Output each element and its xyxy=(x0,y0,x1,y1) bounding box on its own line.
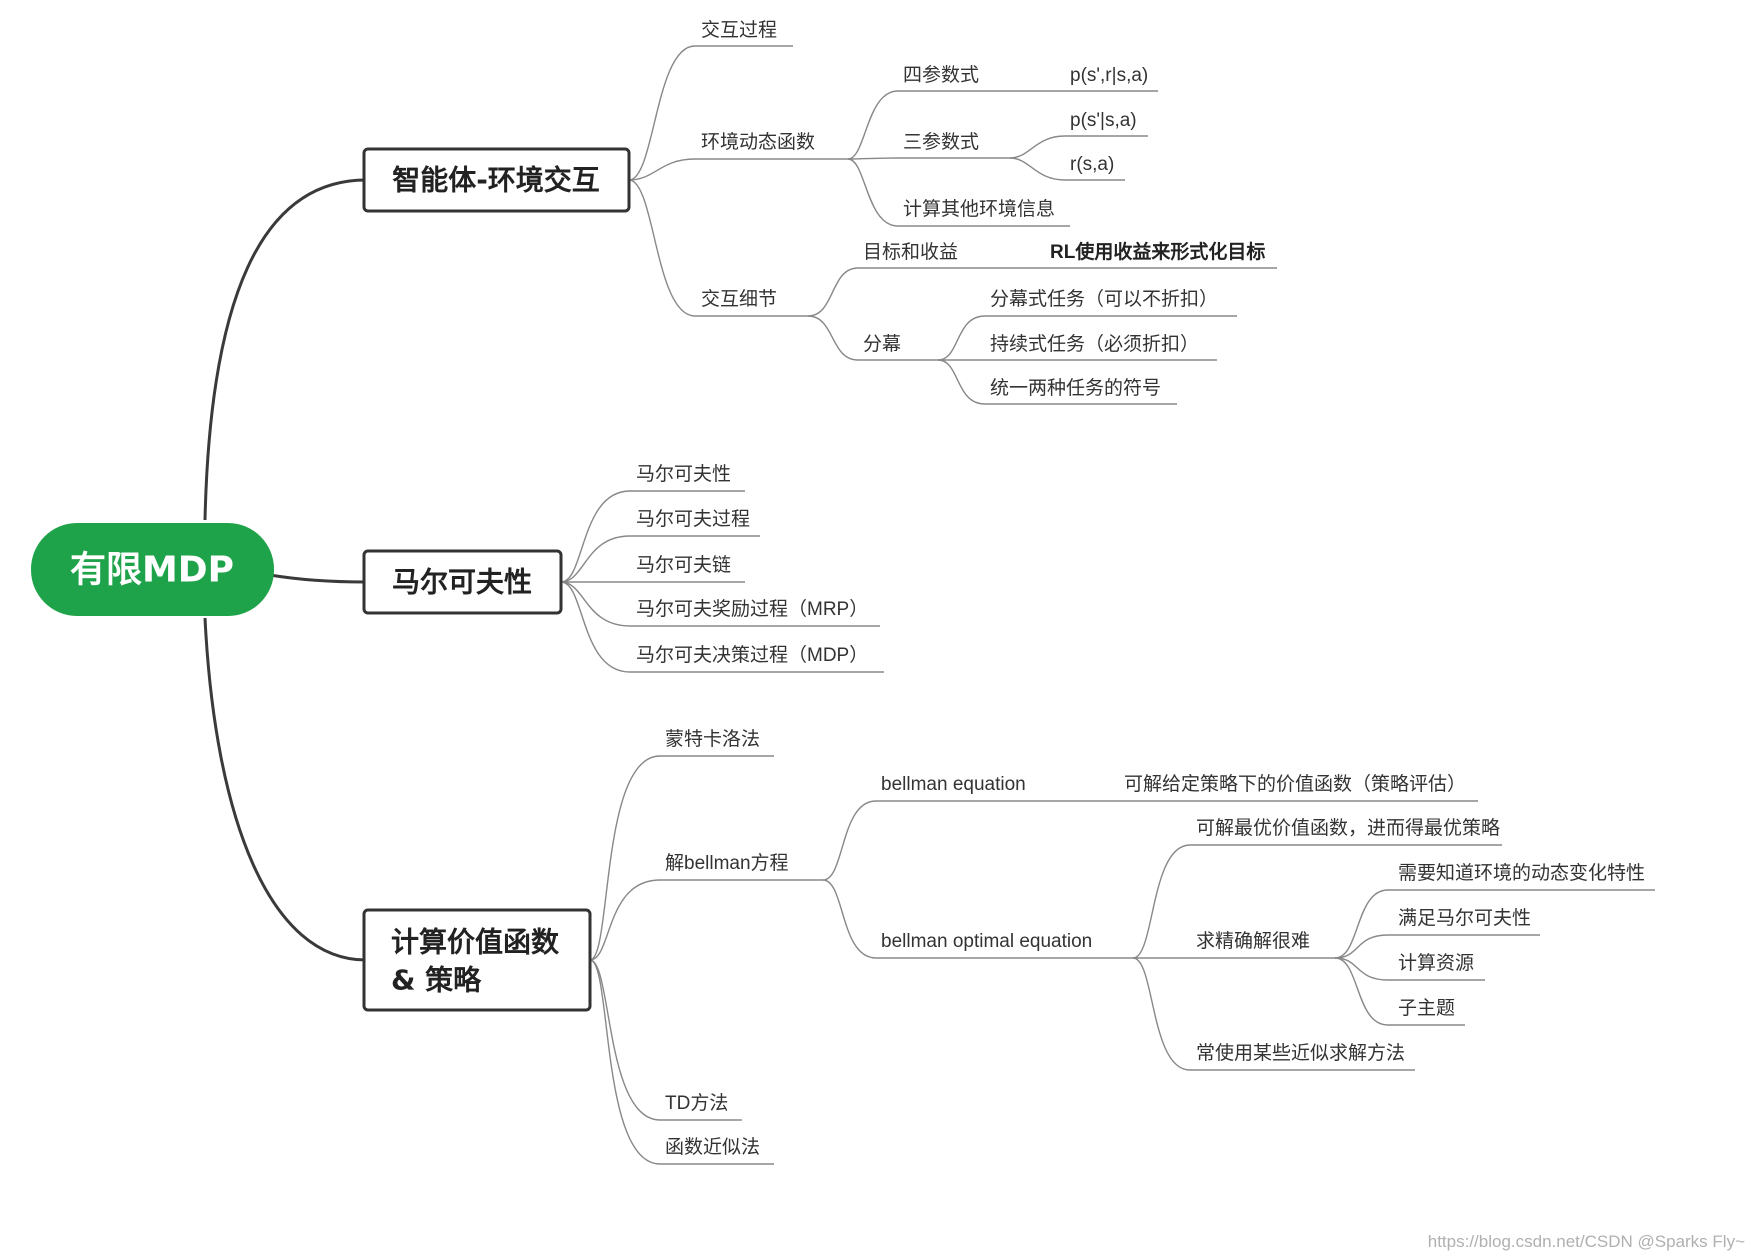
topic-compute-label-line1: 计算价值函数 xyxy=(391,926,560,959)
branch-compute: 蒙特卡洛法 解bellman方程 bellman equation 可解给定策略… xyxy=(589,728,1655,1165)
node-exact-hard[interactable]: 求精确解很难 xyxy=(1196,930,1310,952)
node-episode-item-2[interactable]: 持续式任务（必须折扣） xyxy=(990,333,1199,355)
node-markov-item-1[interactable]: 马尔可夫性 xyxy=(636,463,731,485)
branch-interaction: 交互过程 环境动态函数 四参数式 p(s',r|s,a) 三参数式 p(s'|s… xyxy=(628,19,1277,405)
node-bellman-equation[interactable]: bellman equation xyxy=(881,774,1026,795)
edge-markov-4 xyxy=(560,581,631,627)
edge-to-dynamics xyxy=(628,158,696,181)
node-three-param-p[interactable]: p(s'|s,a) xyxy=(1070,110,1137,131)
branch-markov: 马尔可夫性 马尔可夫过程 马尔可夫链 马尔可夫奖励过程（MRP） 马尔可夫决策过… xyxy=(560,463,884,673)
edge-to-process xyxy=(628,45,696,181)
csdn-watermark: https://blog.csdn.net/CSDN @Sparks Fly~ xyxy=(1428,1232,1745,1251)
node-goal-note[interactable]: RL使用收益来形式化目标 xyxy=(1050,240,1265,263)
topic-interaction-label: 智能体-环境交互 xyxy=(392,164,600,197)
edge-markov-1 xyxy=(560,490,631,583)
node-markov-item-4[interactable]: 马尔可夫奖励过程（MRP） xyxy=(636,598,868,620)
topic-compute-box xyxy=(362,908,592,1012)
connector-root-markov xyxy=(269,573,367,584)
topic-interaction[interactable]: 智能体-环境交互 xyxy=(362,147,631,213)
edge-to-bellman-eq xyxy=(822,800,877,881)
node-three-param-r[interactable]: r(s,a) xyxy=(1070,154,1114,175)
edge-to-bellman xyxy=(589,879,661,961)
topic-markov[interactable]: 马尔可夫性 xyxy=(362,549,563,615)
connector-root-interaction xyxy=(203,178,367,521)
node-episode-item-1[interactable]: 分幕式任务（可以不折扣） xyxy=(990,288,1218,310)
topic-markov-box xyxy=(362,549,563,615)
node-env-dynamics[interactable]: 环境动态函数 xyxy=(701,131,815,153)
node-other-env-info[interactable]: 计算其他环境信息 xyxy=(903,198,1055,220)
node-hard-item-3[interactable]: 计算资源 xyxy=(1398,952,1474,974)
edge-to-hard-1 xyxy=(1334,889,1389,959)
node-solve-bellman[interactable]: 解bellman方程 xyxy=(665,852,789,874)
edge-to-other xyxy=(847,158,899,227)
node-goal-reward[interactable]: 目标和收益 xyxy=(863,241,958,263)
root-node-shape xyxy=(31,523,274,616)
node-markov-item-3[interactable]: 马尔可夫链 xyxy=(636,554,731,576)
node-bellman-equation-note[interactable]: 可解给定策略下的价值函数（策略评估） xyxy=(1124,773,1466,795)
edge-markov-5 xyxy=(560,581,631,673)
node-markov-item-5[interactable]: 马尔可夫决策过程（MDP） xyxy=(636,644,868,666)
node-interaction-details[interactable]: 交互细节 xyxy=(701,288,777,310)
edge-to-formula-p xyxy=(1009,135,1066,159)
node-markov-item-2[interactable]: 马尔可夫过程 xyxy=(636,508,750,530)
connector-root-compute xyxy=(203,617,367,962)
edge-to-goal xyxy=(807,267,859,317)
edge-to-three-param xyxy=(847,157,899,160)
node-func-approx[interactable]: 函数近似法 xyxy=(665,1136,760,1158)
edge-to-episodes xyxy=(807,315,859,361)
edge-to-bellman-opt xyxy=(822,879,877,959)
edge-to-monte-carlo xyxy=(589,755,661,961)
edge-to-formula-r xyxy=(1009,157,1066,181)
node-interaction-process[interactable]: 交互过程 xyxy=(701,19,777,41)
topic-compute-label-line2: & 策略 xyxy=(391,964,482,997)
node-episode-item-3[interactable]: 统一两种任务的符号 xyxy=(990,377,1161,399)
edge-to-hard-4 xyxy=(1334,957,1389,1026)
node-four-param-formula[interactable]: p(s',r|s,a) xyxy=(1070,65,1148,86)
topic-markov-label: 马尔可夫性 xyxy=(392,566,532,599)
node-three-param[interactable]: 三参数式 xyxy=(903,131,979,153)
node-episodes[interactable]: 分幕 xyxy=(863,333,901,355)
edge-to-hard-3 xyxy=(1334,957,1389,981)
topic-compute[interactable]: 计算价值函数 & 策略 xyxy=(362,908,592,1012)
edge-to-td xyxy=(589,959,661,1121)
node-four-param[interactable]: 四参数式 xyxy=(903,64,979,86)
root-node-label: 有限MDP xyxy=(70,550,234,591)
edge-to-solvable xyxy=(1132,844,1191,959)
node-bellman-optimal[interactable]: bellman optimal equation xyxy=(881,931,1092,952)
node-hard-item-2[interactable]: 满足马尔可夫性 xyxy=(1398,907,1531,929)
root-node[interactable]: 有限MDP xyxy=(31,523,274,616)
node-td-method[interactable]: TD方法 xyxy=(665,1092,728,1114)
edge-to-func-approx xyxy=(589,959,661,1165)
main-connectors xyxy=(203,178,367,962)
node-monte-carlo[interactable]: 蒙特卡洛法 xyxy=(665,728,760,750)
topic-interaction-box xyxy=(362,147,631,213)
edge-to-ep-1 xyxy=(937,315,986,361)
node-hard-item-1[interactable]: 需要知道环境的动态变化特性 xyxy=(1398,862,1645,884)
node-approx-method[interactable]: 常使用某些近似求解方法 xyxy=(1196,1042,1405,1064)
edge-to-approx xyxy=(1132,957,1191,1071)
edge-to-hard-2 xyxy=(1334,934,1389,959)
node-hard-item-4[interactable]: 子主题 xyxy=(1398,997,1455,1019)
edge-to-ep-3 xyxy=(937,359,986,405)
edge-to-details xyxy=(628,179,696,317)
node-optimal-solvable[interactable]: 可解最优价值函数，进而得最优策略 xyxy=(1196,817,1500,839)
edge-to-four-param xyxy=(847,90,899,160)
edge-markov-2 xyxy=(560,535,631,583)
